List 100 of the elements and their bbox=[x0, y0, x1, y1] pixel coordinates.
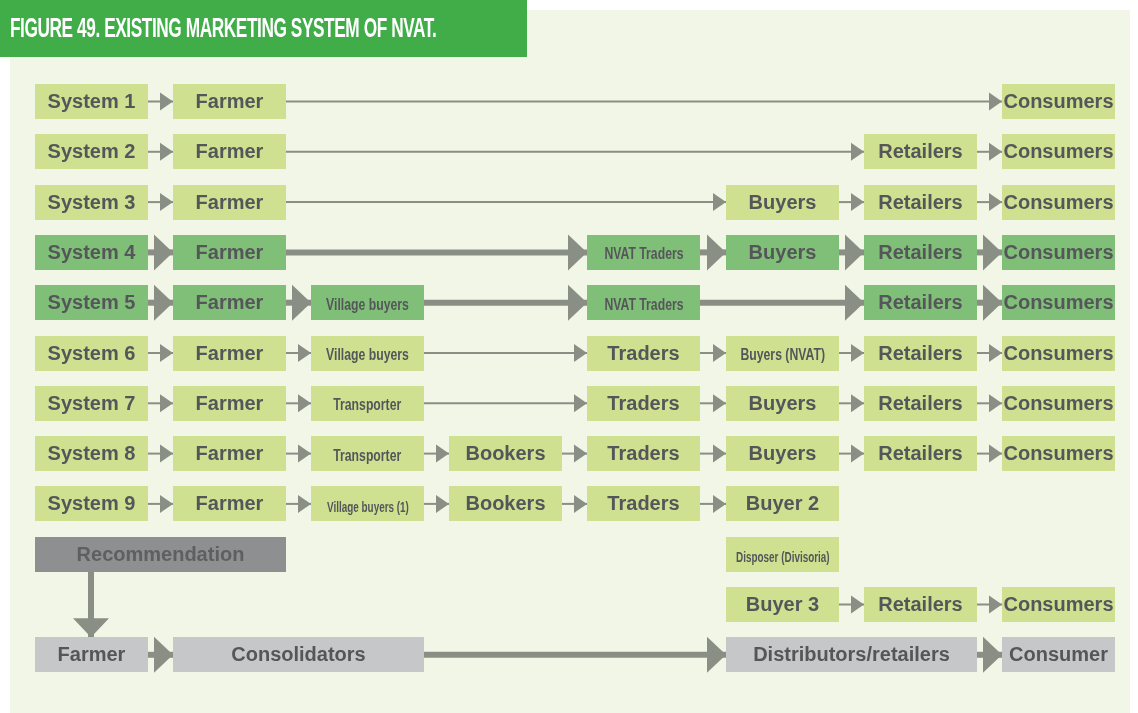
node-label: Farmer bbox=[195, 340, 264, 366]
arrow bbox=[147, 444, 174, 463]
process-box bbox=[864, 436, 977, 472]
process-box bbox=[173, 134, 286, 170]
arrow bbox=[838, 595, 865, 614]
process-box bbox=[587, 234, 700, 270]
node-label: Consumers bbox=[1003, 340, 1114, 366]
arrow bbox=[423, 394, 588, 413]
node-label: Village buyers bbox=[326, 293, 409, 316]
node-label: Consumers bbox=[1003, 441, 1114, 467]
node-label: Consumers bbox=[1003, 89, 1114, 114]
process-box bbox=[726, 335, 839, 371]
process-box bbox=[35, 84, 148, 119]
process-box bbox=[311, 486, 424, 522]
arrow bbox=[423, 444, 450, 463]
arrow bbox=[286, 284, 311, 321]
node-label: Transporter bbox=[333, 394, 402, 417]
process-box bbox=[173, 436, 286, 472]
process-box bbox=[173, 234, 286, 270]
arrow bbox=[147, 92, 174, 111]
node-label: Retailers bbox=[878, 239, 963, 265]
arrow bbox=[699, 444, 727, 463]
node-label: NVAT Traders bbox=[603, 293, 684, 316]
process-box bbox=[35, 486, 148, 522]
process-box bbox=[587, 385, 700, 421]
process-box bbox=[864, 285, 977, 321]
process-box bbox=[587, 285, 700, 321]
arrow bbox=[147, 193, 174, 212]
arrow bbox=[286, 234, 587, 271]
process-box bbox=[864, 134, 977, 170]
node-label: Buyers bbox=[748, 390, 817, 416]
title: FIGURE 49. EXISTING MARKETING SYSTEM OF NVAT. bbox=[10, 12, 437, 46]
arrow bbox=[976, 394, 1003, 413]
node-label: System 1 bbox=[47, 89, 136, 114]
process-box bbox=[726, 385, 839, 421]
arrow bbox=[147, 394, 174, 413]
process-box bbox=[173, 184, 286, 220]
arrow bbox=[976, 193, 1003, 212]
process-box bbox=[1002, 637, 1115, 673]
node-label: Consumers bbox=[1003, 239, 1114, 265]
node-label: Traders bbox=[607, 441, 680, 467]
arrow bbox=[424, 636, 726, 673]
node-label: Retailers bbox=[878, 390, 963, 416]
node-label: Retailers bbox=[878, 441, 963, 467]
arrow bbox=[147, 142, 174, 161]
arrow bbox=[285, 494, 312, 513]
node-label: System 6 bbox=[47, 340, 136, 366]
process-box bbox=[726, 587, 839, 622]
node-label: Bookers bbox=[465, 441, 546, 467]
arrow bbox=[699, 344, 727, 362]
node-label: Farmer bbox=[195, 139, 264, 165]
process-box bbox=[173, 285, 286, 321]
node-label: Retailers bbox=[878, 592, 963, 617]
arrow bbox=[838, 444, 865, 463]
process-box bbox=[587, 335, 700, 371]
process-box bbox=[35, 385, 148, 421]
node-label: System 9 bbox=[47, 491, 136, 517]
process-box bbox=[449, 486, 562, 522]
node-label: Village buyers (1) bbox=[326, 496, 409, 517]
node-label: Buyers bbox=[748, 189, 817, 215]
process-box bbox=[726, 536, 839, 572]
arrow bbox=[700, 234, 726, 271]
process-box bbox=[173, 385, 286, 421]
arrow bbox=[285, 444, 312, 463]
node-label: Bookers bbox=[465, 491, 546, 517]
process-box bbox=[173, 335, 286, 371]
arrow bbox=[423, 494, 450, 513]
node-label: Retailers bbox=[878, 340, 963, 366]
arrow bbox=[976, 344, 1003, 362]
process-box bbox=[35, 234, 148, 270]
node-label: Farmer bbox=[195, 441, 264, 467]
arrow bbox=[977, 234, 1002, 271]
node-label: Consumers bbox=[1003, 189, 1114, 215]
process-box bbox=[864, 335, 977, 371]
node-label: Farmer bbox=[195, 239, 264, 265]
node-label: NVAT Traders bbox=[603, 243, 684, 266]
node-label: System 5 bbox=[47, 290, 136, 316]
node-label: System 4 bbox=[47, 239, 136, 265]
node-label: Farmer bbox=[195, 491, 264, 517]
process-box bbox=[35, 637, 148, 673]
node-label: Farmer bbox=[195, 89, 264, 114]
process-box bbox=[311, 285, 424, 321]
arrow bbox=[838, 193, 865, 212]
process-box bbox=[587, 486, 700, 522]
arrow bbox=[839, 234, 864, 271]
arrow bbox=[73, 571, 109, 638]
arrow bbox=[148, 234, 173, 271]
process-box bbox=[726, 184, 839, 220]
node-label: Retailers bbox=[878, 139, 963, 165]
node-label: Distributors/retailers bbox=[753, 642, 950, 668]
process-box bbox=[726, 436, 839, 472]
arrow bbox=[977, 636, 1002, 673]
node-label: Consumers bbox=[1003, 290, 1114, 316]
process-box bbox=[35, 536, 286, 572]
node-label: Village buyers bbox=[326, 344, 409, 366]
arrow bbox=[977, 284, 1002, 321]
arrow bbox=[148, 636, 173, 673]
node-label: Traders bbox=[607, 340, 680, 366]
arrow bbox=[561, 444, 588, 463]
process-box bbox=[864, 587, 977, 622]
